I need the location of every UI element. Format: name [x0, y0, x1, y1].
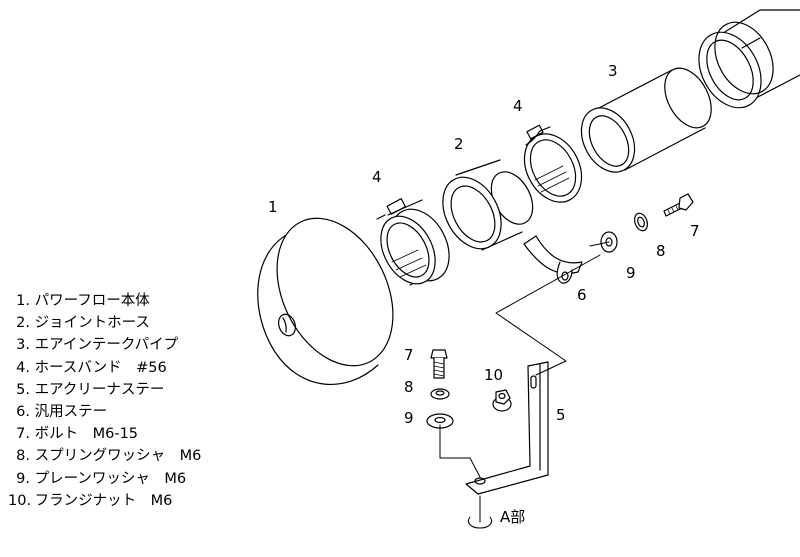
parts-list-item: 7. ボルト M6-15 — [8, 423, 201, 445]
parts-list-item: 9. プレーンワッシャ M6 — [8, 468, 201, 490]
part-name: 汎用ステー — [34, 404, 108, 421]
parts-list: 1. パワーフロー本体 2. ジョイントホース 3. エアインテークパイプ 4.… — [8, 290, 201, 512]
part-name: エアインテークパイプ — [34, 337, 179, 354]
spring-washer-upper — [633, 212, 649, 232]
universal-stay — [523, 235, 583, 284]
parts-list-item: 3. エアインテークパイプ — [8, 334, 201, 356]
part-number: 6. — [16, 404, 30, 421]
callout-3: 3 — [608, 62, 618, 80]
parts-list-item: 5. エアクリーナステー — [8, 379, 201, 401]
detail-a-label: A部 — [500, 508, 525, 526]
callout-4-lower: 4 — [372, 168, 382, 186]
part-number: 7. — [16, 426, 30, 443]
callout-6: 6 — [577, 286, 587, 304]
part-number: 5. — [16, 381, 30, 398]
bolt-lower — [430, 349, 448, 379]
callout-8-upper: 8 — [656, 242, 666, 260]
part-name: ホースバンド #56 — [34, 359, 167, 376]
part-number: 8. — [16, 448, 30, 465]
hose-band-upper — [523, 124, 583, 203]
part-name: パワーフロー本体 — [34, 293, 150, 309]
parts-list-item: 10. フランジナット M6 — [8, 490, 201, 512]
part-number: 4. — [16, 359, 30, 376]
part-number: 9. — [16, 470, 30, 487]
spring-washer-lower — [430, 388, 450, 400]
part-number: 10. — [8, 492, 32, 509]
callout-9-lower: 9 — [404, 409, 414, 427]
intake-pipe-end — [698, 9, 800, 109]
part-name: プレーンワッシャ M6 — [34, 470, 187, 487]
callout-10: 10 — [484, 366, 503, 384]
power-flow-body — [257, 217, 394, 386]
air-cleaner-stay — [465, 361, 549, 495]
parts-list-item: 8. スプリングワッシャ M6 — [8, 445, 201, 467]
part-name: スプリングワッシャ M6 — [34, 448, 202, 465]
part-name: エアクリーナステー — [34, 381, 165, 398]
bolt-upper — [663, 193, 694, 217]
callout-7-lower: 7 — [404, 346, 414, 364]
callout-7-upper: 7 — [690, 222, 700, 240]
part-number: 2. — [16, 315, 30, 332]
part-name: ボルト M6-15 — [34, 426, 139, 443]
parts-list-item: 4. ホースバンド #56 — [8, 357, 201, 379]
callout-8-lower: 8 — [404, 378, 414, 396]
part-number: 3. — [16, 337, 30, 354]
parts-list-item: 2. ジョイントホース — [8, 312, 201, 334]
callout-9-upper: 9 — [626, 264, 636, 282]
parts-list-item: 1. パワーフロー本体 — [8, 290, 201, 312]
callout-5: 5 — [556, 406, 566, 424]
callout-1: 1 — [268, 198, 278, 216]
part-name: ジョイントホース — [34, 315, 150, 332]
callout-4-upper: 4 — [513, 97, 523, 115]
hose-band-lower — [376, 198, 450, 286]
callout-2: 2 — [454, 135, 464, 153]
part-name: フランジナット M6 — [34, 492, 173, 509]
callout-labels: 1 2 3 4 4 5 6 7 7 8 8 9 9 10 A部 — [268, 62, 700, 526]
air-intake-pipe — [580, 67, 712, 173]
assembly-guide-lines — [439, 241, 610, 529]
joint-hose — [442, 159, 534, 251]
parts-list-item: 6. 汎用ステー — [8, 401, 201, 423]
flange-nut — [492, 389, 512, 412]
part-number: 1. — [16, 293, 30, 309]
